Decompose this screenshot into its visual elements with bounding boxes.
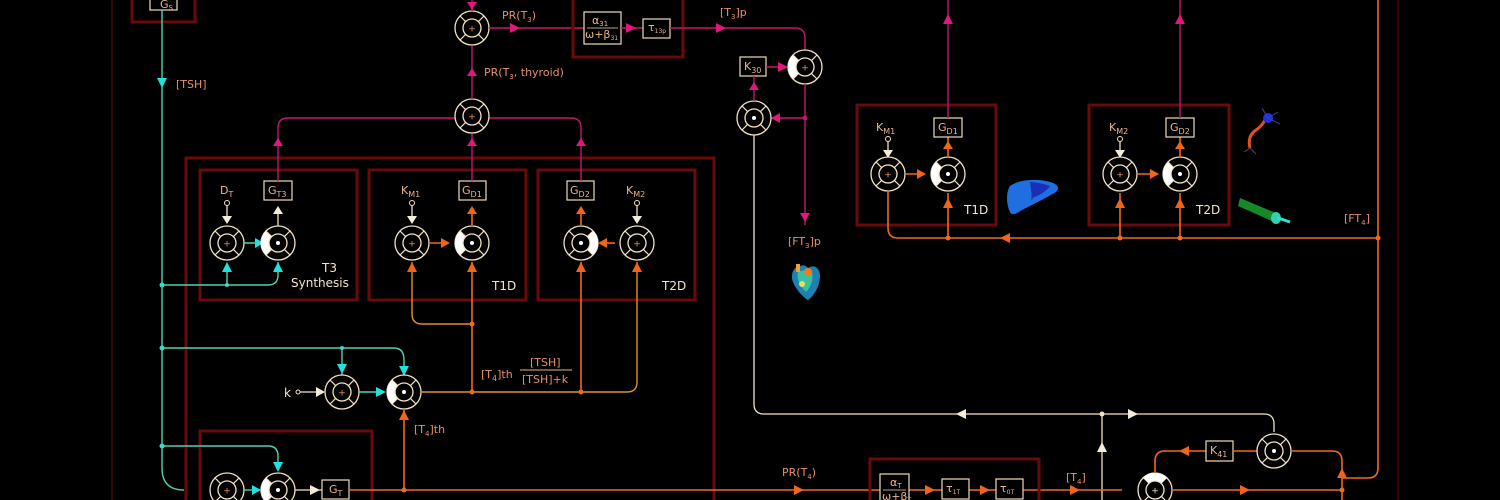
t2d-thyroid-sum-node[interactable]	[619, 225, 655, 261]
tsh-frac-numerator: [TSH]	[530, 356, 561, 369]
svg-text:τ0T: τ0T	[1000, 482, 1014, 496]
alphat-transfer-block[interactable]	[879, 473, 910, 500]
t4-synthesis-frame	[198, 429, 374, 500]
tsh-signal-line	[161, 10, 185, 491]
t1d-liver-label: T1D	[963, 203, 988, 217]
pr-t4-label: PR(T4)	[782, 466, 816, 481]
t3-synthesis-label-1: T3	[321, 261, 337, 275]
svg-text:GS: GS	[160, 0, 174, 12]
svg-text:ω+β31: ω+β31	[585, 28, 618, 42]
pr-t3-thyroid-label: PR(T3, thyroid)	[484, 66, 564, 81]
dt-input-port	[224, 200, 230, 206]
tsh-label: [TSH]	[176, 78, 207, 91]
t1d-liver-div-node[interactable]	[930, 156, 966, 192]
neuron-image	[1243, 107, 1281, 155]
svg-text:GD1: GD1	[938, 121, 958, 136]
svg-text:GT3: GT3	[268, 184, 287, 199]
t4-synth-sum-node[interactable]	[209, 472, 245, 500]
t4th-label: [T4]th	[414, 423, 445, 438]
tsh-k-sum-node[interactable]	[324, 374, 360, 410]
gs-block[interactable]	[149, 0, 178, 11]
t4th-frac-label: [T4]th	[481, 368, 513, 383]
tau0t-block[interactable]	[995, 478, 1024, 500]
thyroid-module-frame	[184, 156, 716, 500]
svg-text:αT: αT	[890, 476, 902, 490]
tsh-arrow	[157, 78, 167, 88]
tsh-frac-denominator: [TSH]+k	[522, 373, 569, 386]
t3-thyroid-sum-node[interactable]	[454, 98, 490, 134]
heart-image	[791, 264, 820, 300]
svg-text:KM1: KM1	[876, 121, 895, 136]
t4-free-mul-node[interactable]	[1256, 433, 1292, 469]
t1d-liver-sum-node[interactable]	[870, 156, 906, 192]
t2d-thyroid-label: T2D	[661, 279, 686, 293]
svg-text:GD2: GD2	[1170, 121, 1190, 136]
t2d-tissue-div-node[interactable]	[1162, 156, 1198, 192]
t1d-thyroid-frame	[367, 168, 528, 302]
t2d-tissue-sum-node[interactable]	[1102, 156, 1138, 192]
svg-text:GD1: GD1	[462, 184, 482, 199]
t2d-thyroid-frame	[536, 168, 697, 302]
t1d-thyroid-div-node[interactable]	[454, 225, 490, 261]
svg-text:KM2: KM2	[626, 184, 645, 199]
t4-plasma-module-frame	[868, 457, 1041, 500]
svg-text:GD2: GD2	[570, 184, 590, 199]
t3-free-mul-node[interactable]	[736, 100, 772, 136]
t2d-tissue-frame	[1087, 103, 1231, 227]
svg-text:α31: α31	[592, 14, 608, 28]
t4-synth-div-node[interactable]	[260, 472, 296, 500]
ft4-label: [FT4]	[1344, 212, 1370, 227]
t1d-liver-frame	[855, 103, 998, 227]
pr-t3-sum-node[interactable]	[454, 10, 490, 46]
pr-t3-label: PR(T3)	[502, 9, 536, 24]
svg-text:KM1: KM1	[401, 184, 420, 199]
svg-text:K41: K41	[1210, 444, 1227, 459]
liver-image	[1007, 179, 1058, 215]
t3-synthesis-label-2: Synthesis	[291, 276, 349, 290]
pituitary-module-frame	[130, 0, 197, 24]
svg-text:ω+βT: ω+βT	[882, 490, 911, 500]
muscle-fiber-image	[1238, 198, 1291, 224]
t3-synth-sum-node[interactable]	[209, 225, 245, 261]
svg-text:DT: DT	[220, 184, 233, 199]
t3-synth-div-node[interactable]	[260, 225, 296, 261]
t1d-thyroid-sum-node[interactable]	[394, 225, 430, 261]
ft3p-label: [FT3]p	[788, 235, 821, 250]
dt-label: D	[220, 184, 228, 197]
svg-text:K30: K30	[744, 60, 761, 75]
t4-label: [T4]	[1066, 471, 1086, 486]
svg-text:KM2: KM2	[1109, 121, 1128, 136]
svg-text:GT: GT	[329, 483, 343, 498]
svg-text:τ1T: τ1T	[946, 482, 960, 496]
t4th-div-node[interactable]	[386, 374, 422, 410]
t3p-label: [T3]p	[720, 6, 747, 21]
t3-binding-sum-node[interactable]	[787, 49, 823, 85]
t2d-thyroid-div-node[interactable]	[563, 225, 599, 261]
t4-binding-sum-node[interactable]	[1137, 472, 1173, 500]
tau1t-block[interactable]	[941, 478, 970, 500]
t1d-thyroid-label: T1D	[491, 279, 516, 293]
t2d-tissue-label: T2D	[1195, 203, 1220, 217]
svg-text:τ13p: τ13p	[648, 21, 666, 35]
k-label: k	[284, 386, 291, 400]
